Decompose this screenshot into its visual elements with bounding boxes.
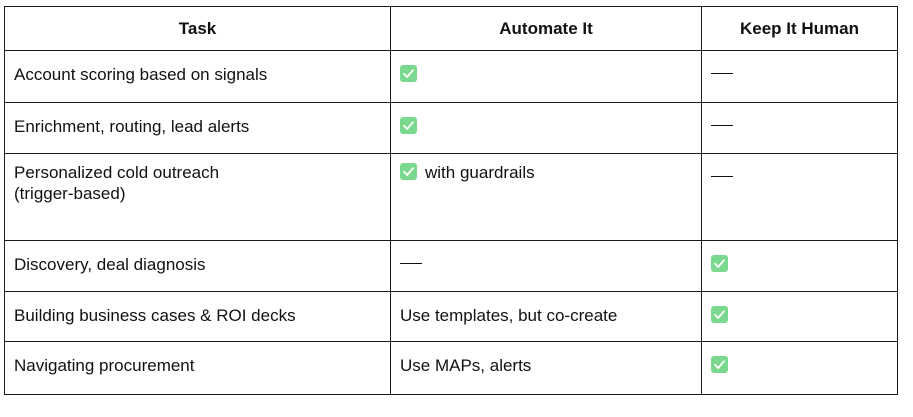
task-text: Account scoring based on signals <box>14 65 268 84</box>
check-icon <box>711 356 728 373</box>
header-automate: Automate It <box>390 6 702 51</box>
check-icon <box>400 163 417 180</box>
task-cell: Enrichment, routing, lead alerts <box>4 102 391 154</box>
human-cell <box>701 341 898 395</box>
check-icon <box>711 255 728 272</box>
table-row: Navigating procurement Use MAPs, alerts <box>4 341 898 395</box>
human-cell <box>701 291 898 342</box>
automate-cell <box>390 102 702 154</box>
task-cell: Account scoring based on signals <box>4 50 391 103</box>
automate-note: with guardrails <box>425 163 535 182</box>
task-cell: Navigating procurement <box>4 341 391 395</box>
table-row: Personalized cold outreach (trigger-base… <box>4 153 898 241</box>
automate-cell: Use templates, but co-create <box>390 291 702 342</box>
task-text-line-2: (trigger-based) <box>14 184 126 203</box>
human-cell <box>701 50 898 103</box>
header-human: Keep It Human <box>701 6 898 51</box>
table-row: Enrichment, routing, lead alerts <box>4 102 898 154</box>
check-icon <box>400 65 417 82</box>
dash-icon <box>711 175 733 177</box>
task-cell: Personalized cold outreach (trigger-base… <box>4 153 391 241</box>
header-row: Task Automate It Keep It Human <box>4 6 898 51</box>
automate-note: Use templates, but co-create <box>400 306 618 325</box>
task-text: Building business cases & ROI decks <box>14 306 296 325</box>
task-text: Enrichment, routing, lead alerts <box>14 117 250 136</box>
human-cell <box>701 153 898 241</box>
task-text: Navigating procurement <box>14 356 195 375</box>
dash-icon <box>400 262 422 264</box>
check-icon <box>400 117 417 134</box>
human-cell <box>701 240 898 292</box>
check-icon <box>711 306 728 323</box>
dash-icon <box>711 124 733 126</box>
automate-cell <box>390 50 702 103</box>
automate-cell: Use MAPs, alerts <box>390 341 702 395</box>
human-cell <box>701 102 898 154</box>
header-task: Task <box>4 6 391 51</box>
table-row: Building business cases & ROI decks Use … <box>4 291 898 342</box>
task-cell: Building business cases & ROI decks <box>4 291 391 342</box>
task-text-line-1: Personalized cold outreach <box>14 163 220 182</box>
automate-cell: with guardrails <box>390 153 702 241</box>
table-row: Discovery, deal diagnosis <box>4 240 898 292</box>
table-row: Account scoring based on signals <box>4 50 898 103</box>
automate-note: Use MAPs, alerts <box>400 356 532 375</box>
automate-cell <box>390 240 702 292</box>
task-text: Discovery, deal diagnosis <box>14 255 206 274</box>
dash-icon <box>711 72 733 74</box>
task-automation-table: Task Automate It Keep It Human Account s… <box>4 6 898 395</box>
task-cell: Discovery, deal diagnosis <box>4 240 391 292</box>
